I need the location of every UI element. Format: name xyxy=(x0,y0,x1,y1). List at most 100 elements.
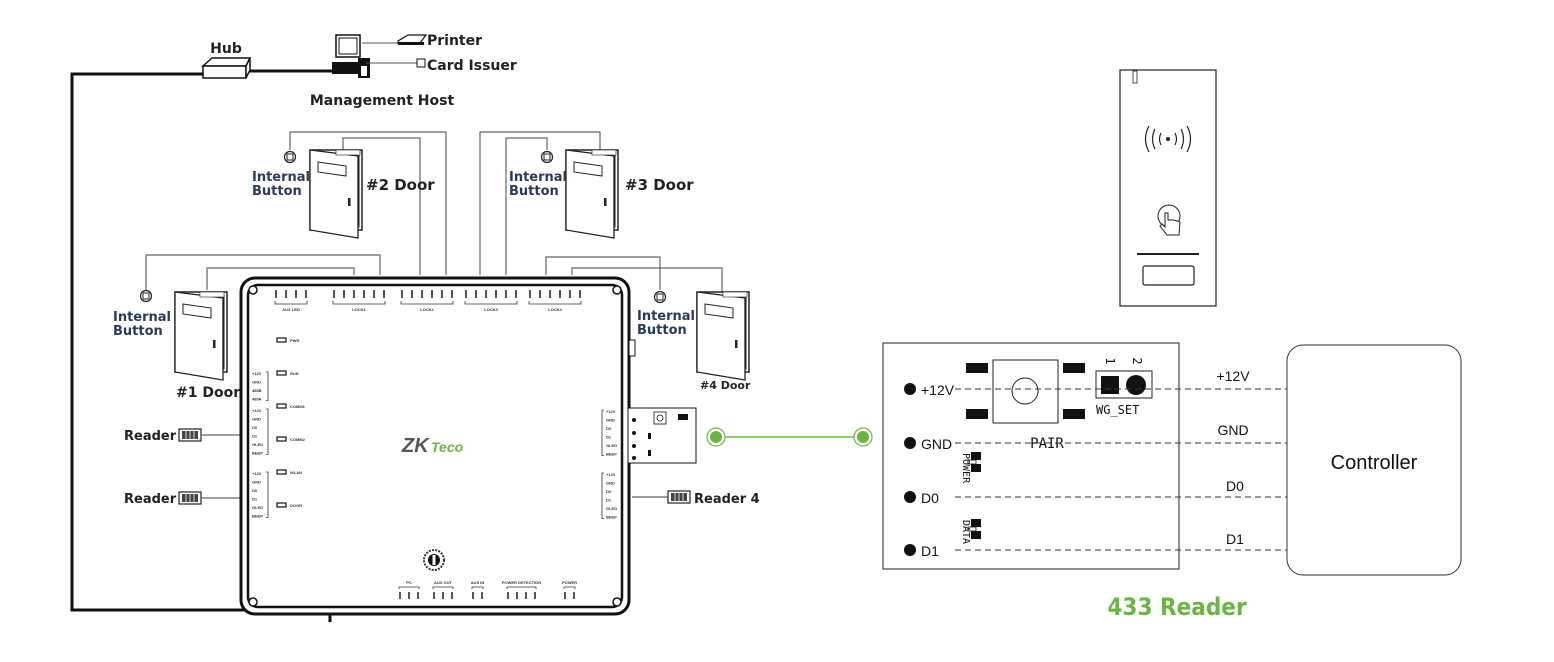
led-door-icon xyxy=(276,502,287,508)
internal-button-2: Internal Button xyxy=(252,150,310,199)
rotary-switch-icon xyxy=(423,549,445,571)
door-1-label: #1 Door xyxy=(176,385,240,401)
led-run-icon xyxy=(276,370,287,376)
pin-label: +12V xyxy=(252,408,262,413)
led-label: WLAN xyxy=(290,470,302,475)
door-2-label: #2 Door xyxy=(366,176,435,194)
pin-d1-label: D1 xyxy=(921,543,939,559)
pin-label: BEEP xyxy=(252,514,263,519)
terminal-group-label: PC xyxy=(406,580,412,585)
reader-4-label: Reader 4 xyxy=(694,492,760,507)
internal-button-4: Internal Button xyxy=(637,290,695,338)
jumper-2-label: 2 xyxy=(1130,357,1144,364)
reader-1-label: Reader 1 xyxy=(124,429,190,444)
management-host-label: Management Host xyxy=(310,93,455,109)
terminal-pin xyxy=(534,592,536,599)
terminal-group-label: AUX LED xyxy=(282,307,300,312)
reader-2-label: Reader 2 xyxy=(124,492,190,507)
led-label: RUN xyxy=(290,371,299,376)
door-2: #2 Door xyxy=(309,149,435,239)
terminal-pin xyxy=(507,592,509,599)
module-title: 433 Reader xyxy=(1107,593,1247,621)
terminal-pin xyxy=(573,592,575,599)
terminal-pin xyxy=(353,290,355,298)
door-3: #3 Door xyxy=(565,149,694,239)
pin-gnd-dot xyxy=(904,437,916,449)
terminal-pin xyxy=(442,592,444,599)
internal-button-1-label: Internal xyxy=(113,310,171,325)
push-button-icon xyxy=(653,290,667,304)
internal-button-4-label: Internal xyxy=(637,309,695,324)
terminal-pin xyxy=(579,290,581,298)
led-label: PWR xyxy=(290,338,299,343)
lock-sensor-icon xyxy=(199,291,225,298)
led-label: DOOR xyxy=(290,503,302,508)
pair-button xyxy=(992,359,1059,424)
pin-label: D0 xyxy=(606,426,612,431)
terminal-pin xyxy=(475,290,477,298)
pin-label: GLED xyxy=(252,442,263,447)
lock-sensor-icon xyxy=(722,291,748,298)
push-button-icon xyxy=(540,150,554,164)
terminal-group-label: AUX OUT xyxy=(434,580,453,585)
pin-label: GLED xyxy=(252,505,263,510)
terminal-pin xyxy=(564,592,566,599)
terminal-pin xyxy=(295,290,297,298)
hub-label: Hub xyxy=(210,41,242,57)
pin-label: D0 xyxy=(606,489,612,494)
terminal-group-label: LOCK1 xyxy=(352,307,366,312)
led-wlan-icon xyxy=(276,469,287,475)
internal-button-3: Internal Button xyxy=(509,150,567,199)
terminal-group-label: POWER xyxy=(562,580,577,585)
pin-label: D0 xyxy=(252,488,258,493)
pin-label: D1 xyxy=(606,498,612,503)
dashed-wires xyxy=(955,388,1287,551)
terminal-pin xyxy=(408,592,410,599)
pin-label: GND xyxy=(606,418,615,423)
terminal-pin xyxy=(417,592,419,599)
terminal-pin xyxy=(275,290,277,298)
logo-zk: ZK xyxy=(401,435,430,457)
terminal-pin xyxy=(373,290,375,298)
pin-label: GLED xyxy=(606,506,617,511)
terminal-pin xyxy=(485,290,487,298)
lock-sensor-icon xyxy=(335,149,361,156)
pin-label: 485A xyxy=(252,397,262,402)
printer-label: Printer xyxy=(427,33,482,49)
card-issuer-label: Card Issuer xyxy=(427,58,517,74)
pin-12v-dot xyxy=(904,383,916,395)
terminal-pin xyxy=(333,290,335,298)
terminal-pin xyxy=(305,290,307,298)
terminal-group-label: POWER DETECTION xyxy=(502,580,541,585)
terminal-pin xyxy=(441,290,443,298)
wire-gnd-label: GND xyxy=(1217,422,1248,438)
door-wiring xyxy=(145,131,723,499)
hub-icon xyxy=(201,57,252,79)
led-comm1-icon xyxy=(276,403,287,409)
door-3-label: #3 Door xyxy=(625,176,694,194)
pin-d0-dot xyxy=(904,491,916,503)
pin-12v-label: +12V xyxy=(921,382,955,398)
terminal-pin xyxy=(451,290,453,298)
reader-4-icon xyxy=(667,490,691,504)
terminal-pin xyxy=(515,290,517,298)
reader-module-enlarged: +12V GND D0 D1 1 2 WG_SET PAIR POWER DAT… xyxy=(882,342,1287,570)
pin-label: BEEP xyxy=(606,452,617,457)
terminal-pin xyxy=(421,290,423,298)
controller-box: Controller xyxy=(1286,344,1462,576)
terminal-pin xyxy=(559,290,561,298)
terminal-pin xyxy=(465,290,467,298)
internal-button-2-label: Internal xyxy=(252,170,310,185)
rfid-wave-icon xyxy=(1144,125,1192,153)
push-button-icon xyxy=(139,289,153,303)
terminal-pin xyxy=(343,290,345,298)
terminal-pin xyxy=(481,592,483,599)
pin-label: D0 xyxy=(252,425,258,430)
data-led-label: DATA xyxy=(960,520,971,544)
reader-4: Reader 4 xyxy=(667,490,760,507)
terminal-pin xyxy=(411,290,413,298)
card-slot xyxy=(1142,265,1195,286)
pin-label: +12V xyxy=(252,371,262,376)
